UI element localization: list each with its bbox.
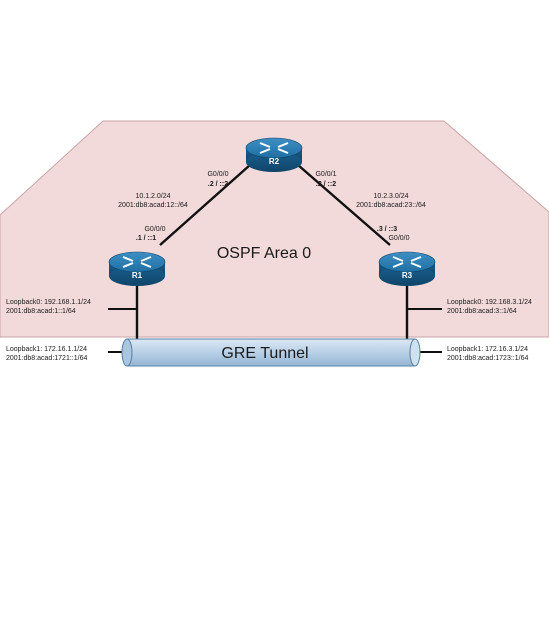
r3-lo1-name: Loopback1: 172.16.3.1/24 bbox=[447, 346, 528, 353]
link-r2-r3-ipv6: 2001:db8:acad:23::/64 bbox=[356, 202, 426, 209]
r1-up-addr: .1 / ::1 bbox=[136, 235, 156, 242]
link-r1-r2-network: 10.1.2.0/24 bbox=[135, 193, 170, 200]
router-r1-label: R1 bbox=[132, 271, 143, 280]
r1-lo0-name: Loopback0: 192.168.1.1/24 bbox=[6, 299, 91, 306]
router-arrows-icon bbox=[259, 142, 289, 154]
r2-right-addr: .2 / ::2 bbox=[316, 181, 336, 188]
router-r2-label: R2 bbox=[269, 157, 280, 166]
tunnel-label: GRE Tunnel bbox=[221, 345, 308, 362]
router-arrows-icon bbox=[392, 256, 422, 268]
area-label: OSPF Area 0 bbox=[217, 245, 311, 262]
gre-tunnel: GRE Tunnel bbox=[121, 338, 421, 367]
r2-left-port: G0/0/0 bbox=[207, 171, 228, 178]
link-r2-r3-network: 10.2.3.0/24 bbox=[373, 193, 408, 200]
r3-up-addr: .3 / ::3 bbox=[377, 226, 397, 233]
r1-lo1-name: Loopback1: 172.16.1.1/24 bbox=[6, 346, 87, 353]
router-r3[interactable]: R3 bbox=[378, 251, 436, 286]
r2-right-port: G0/0/1 bbox=[315, 171, 336, 178]
r1-lo1-ipv6: 2001:db8:acad:1721::1/64 bbox=[6, 355, 87, 362]
router-r1[interactable]: R1 bbox=[108, 251, 166, 286]
r3-up-port: G0/0/0 bbox=[388, 235, 409, 242]
link-r1-r2-ipv6: 2001:db8:acad:12::/64 bbox=[118, 202, 188, 209]
r1-up-port: G0/0/0 bbox=[144, 226, 165, 233]
r3-lo1-ipv6: 2001:db8:acad:1723::1/64 bbox=[447, 355, 528, 362]
router-r2[interactable]: R2 bbox=[245, 137, 303, 172]
link-r2-r3 bbox=[297, 164, 391, 246]
router-arrows-icon bbox=[122, 256, 152, 268]
r3-lo0-name: Loopback0: 192.168.3.1/24 bbox=[447, 299, 532, 306]
r1-lo0-ipv6: 2001:db8:acad:1::1/64 bbox=[6, 308, 76, 315]
r3-lo0-ipv6: 2001:db8:acad:3::1/64 bbox=[447, 308, 517, 315]
router-r3-label: R3 bbox=[402, 271, 413, 280]
link-r1-r2 bbox=[159, 164, 251, 246]
r2-left-addr: .2 / ::2 bbox=[208, 181, 228, 188]
